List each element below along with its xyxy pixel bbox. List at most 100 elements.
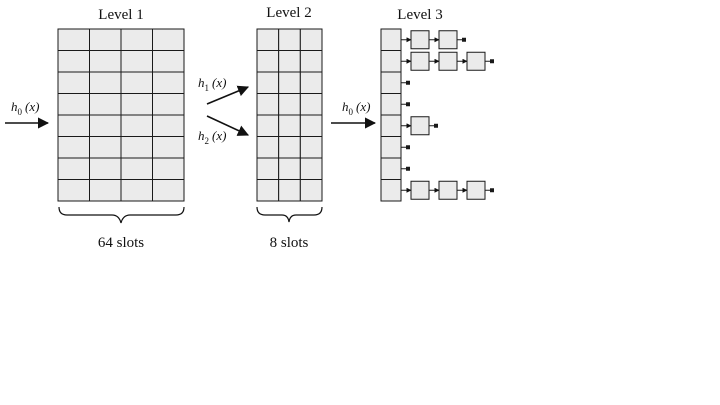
grid-cell	[152, 93, 185, 116]
grid-cell	[299, 50, 323, 73]
h1-subscript: 1	[205, 83, 210, 93]
grid-cell	[89, 93, 122, 116]
grid-cell	[152, 28, 185, 51]
table-slot	[380, 179, 402, 202]
null-pointer-end	[490, 188, 494, 193]
h2-arrow	[206, 115, 250, 136]
table-slot	[380, 71, 402, 94]
table-slot	[380, 28, 402, 51]
h1-label: h1(x)	[198, 75, 226, 93]
chain-node	[438, 180, 458, 200]
chain-node	[410, 116, 430, 136]
grid-cell	[120, 50, 153, 73]
null-pointer-end	[490, 59, 494, 64]
grid-cell	[278, 71, 301, 94]
grid-cell	[120, 179, 153, 202]
grid-cell	[278, 157, 301, 180]
grid-cell	[256, 50, 280, 73]
grid-cell	[256, 93, 280, 116]
h1-name: h	[198, 75, 205, 90]
grid-cell	[57, 28, 90, 51]
grid-cell	[89, 179, 122, 202]
null-pointer-end	[406, 102, 410, 107]
h1-arrow	[206, 85, 250, 105]
grid-cell	[152, 50, 185, 73]
grid-cell	[120, 93, 153, 116]
h0-label-level-1: h0(x)	[11, 99, 39, 117]
table-slot	[380, 157, 402, 180]
grid-cell	[278, 136, 301, 159]
grid-cell	[299, 179, 323, 202]
level-3-title: Level 3	[397, 7, 442, 23]
grid-cell	[278, 179, 301, 202]
grid-cell	[299, 114, 323, 137]
grid-cell	[299, 71, 323, 94]
grid-cell	[256, 114, 280, 137]
grid-cell	[89, 28, 122, 51]
table-slot	[380, 114, 402, 137]
grid-cell	[120, 71, 153, 94]
table-slot	[380, 136, 402, 159]
grid-cell	[152, 136, 185, 159]
null-pointer-end	[406, 80, 410, 85]
level-1-brace	[58, 206, 185, 224]
svg-text:h0(x): h0(x)	[11, 99, 39, 117]
grid-cell	[256, 28, 280, 51]
level-2-title: Level 2	[266, 5, 311, 21]
level-1-caption: 64 slots	[98, 235, 144, 251]
grid-cell	[120, 114, 153, 137]
level-2-brace	[256, 206, 323, 223]
chain-node	[438, 30, 458, 50]
grid-cell	[120, 157, 153, 180]
h2-subscript: 2	[205, 136, 210, 146]
h0-subscript-2: 0	[349, 107, 354, 117]
grid-cell	[299, 136, 323, 159]
grid-cell	[120, 136, 153, 159]
h0-arg: (x)	[25, 99, 39, 114]
h2-name: h	[198, 128, 205, 143]
level-1-grid	[57, 28, 185, 202]
h2-arg: (x)	[212, 128, 226, 143]
null-pointer-end	[406, 145, 410, 150]
chain-node	[410, 180, 430, 200]
null-pointer-end	[434, 123, 438, 128]
svg-text:h0(x): h0(x)	[342, 99, 370, 117]
svg-text:h1(x): h1(x)	[198, 75, 226, 93]
grid-cell	[57, 93, 90, 116]
null-pointer-end	[406, 166, 410, 171]
grid-cell	[89, 114, 122, 137]
chain-node	[438, 51, 458, 71]
chain-node	[466, 51, 486, 71]
grid-cell	[89, 50, 122, 73]
grid-cell	[120, 28, 153, 51]
h2-label: h2(x)	[198, 128, 226, 146]
grid-cell	[256, 179, 280, 202]
level-2-caption: 8 slots	[270, 235, 309, 251]
grid-cell	[57, 136, 90, 159]
chain-node	[410, 51, 430, 71]
h0-name: h	[11, 99, 18, 114]
grid-cell	[299, 28, 323, 51]
h0-label-level-3: h0(x)	[342, 99, 370, 117]
level-3-table	[380, 28, 494, 202]
level-2-grid	[256, 28, 323, 202]
grid-cell	[57, 50, 90, 73]
grid-cell	[256, 157, 280, 180]
grid-cell	[278, 114, 301, 137]
h0-name-2: h	[342, 99, 349, 114]
grid-cell	[152, 71, 185, 94]
grid-cell	[256, 71, 280, 94]
h0-arg-2: (x)	[356, 99, 370, 114]
grid-cell	[89, 136, 122, 159]
grid-cell	[152, 179, 185, 202]
grid-cell	[57, 71, 90, 94]
h0-subscript: 0	[18, 107, 23, 117]
grid-cell	[57, 114, 90, 137]
grid-cell	[299, 93, 323, 116]
grid-cell	[278, 50, 301, 73]
grid-cell	[57, 157, 90, 180]
svg-text:h2(x): h2(x)	[198, 128, 226, 146]
grid-cell	[89, 157, 122, 180]
